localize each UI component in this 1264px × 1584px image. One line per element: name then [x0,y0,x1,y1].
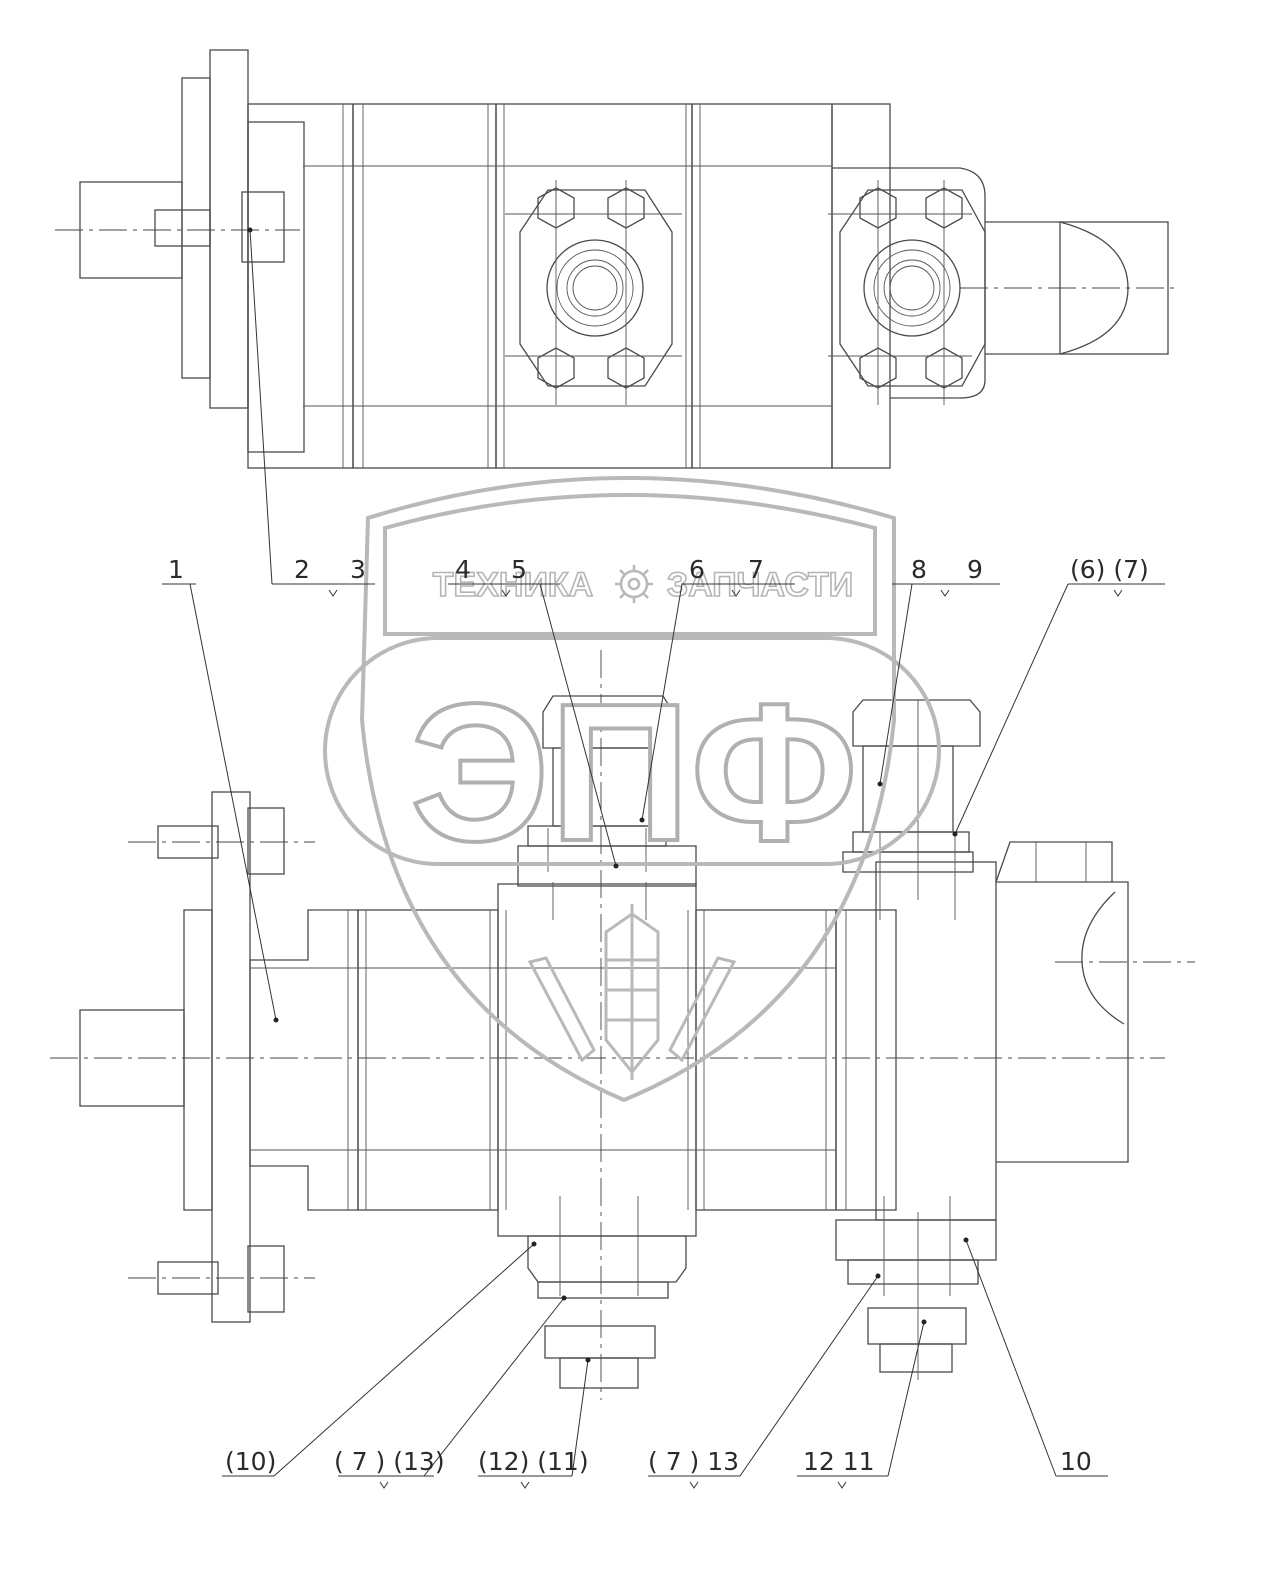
callout-12-11-ref: (12) (11) [478,1447,589,1476]
watermark-text-right: ЗАПЧАСТИ [667,566,853,604]
watermark-wheat-icon [527,904,737,1080]
watermark-logo: ЭПФ [410,663,858,882]
leader-lines [162,227,1165,1489]
callout-labels: 1 2 3 4 5 6 7 8 9 (6) (7) (10) ( 7 ) (13… [168,555,1149,1476]
callout-9: 9 [967,555,983,584]
watermark-text-left: ТЕХНИКА [433,566,593,604]
callout-7: 7 [748,555,764,584]
callout-10: 10 [1060,1447,1092,1476]
callout-8: 8 [911,555,927,584]
gear-icon [615,565,653,603]
watermark-shield [359,476,896,1103]
callout-6-7-ref: (6) (7) [1070,555,1149,584]
watermark: ТЕХНИКА ЗАПЧАСТИ ЭПФ [323,476,941,1103]
callout-10-ref: (10) [225,1447,276,1476]
callout-12-11: 12 11 [803,1447,875,1476]
top-view [55,49,1180,469]
callout-7-13-ref: ( 7 ) (13) [334,1447,445,1476]
watermark-banner [383,493,877,636]
callout-3: 3 [350,555,366,584]
callout-6: 6 [689,555,705,584]
callout-1: 1 [168,555,184,584]
callout-7-ref-13: ( 7 ) 13 [648,1447,739,1476]
watermark-oval [323,636,941,866]
callout-5: 5 [511,555,527,584]
callout-4: 4 [455,555,471,584]
callout-2: 2 [294,555,310,584]
